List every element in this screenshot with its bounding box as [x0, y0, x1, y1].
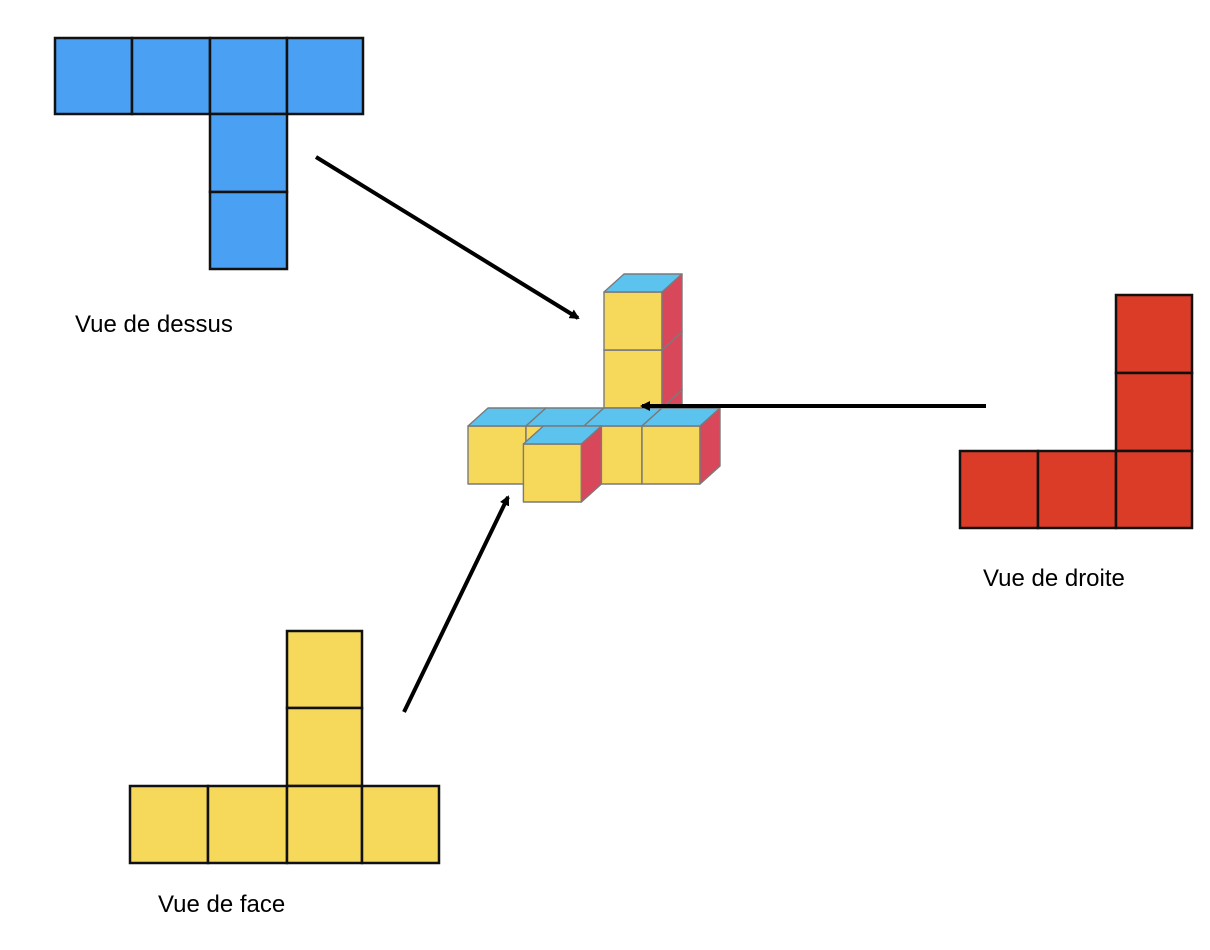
right-view-square: [958, 449, 1040, 530]
cube-front-face: [467, 425, 527, 485]
top-view: [53, 36, 365, 271]
cube-front-face: [603, 291, 663, 351]
cube-front-face: [522, 443, 583, 503]
arrow-top-view: [314, 155, 580, 320]
right-view-square: [1114, 293, 1194, 375]
right-view-square: [1114, 449, 1194, 530]
front-view-label: Vue de face: [158, 891, 285, 918]
cube-side-face: [580, 425, 603, 503]
cube-front-face: [603, 349, 663, 409]
front-view-square: [285, 629, 364, 710]
arrow-front-view: [402, 495, 510, 713]
top-view-label: Vue de dessus: [75, 311, 233, 338]
front-view: [128, 629, 441, 865]
front-view-square: [285, 706, 364, 788]
front-view-square: [128, 784, 210, 865]
right-view-square: [1036, 449, 1118, 530]
top-view-square: [285, 36, 365, 116]
front-view-square: [360, 784, 441, 865]
cube-side-face: [661, 273, 683, 351]
cube-assembly: [467, 273, 721, 503]
cube-front-face: [641, 425, 701, 485]
front-view-square: [206, 784, 289, 865]
top-view-square: [208, 36, 289, 116]
right-view-square: [1114, 371, 1194, 453]
top-view-square: [208, 190, 289, 271]
right-view: [958, 293, 1194, 530]
top-view-square: [53, 36, 134, 116]
right-view-label: Vue de droite: [983, 565, 1125, 592]
front-view-square: [285, 784, 364, 865]
top-view-square: [130, 36, 212, 116]
top-view-square: [208, 112, 289, 194]
